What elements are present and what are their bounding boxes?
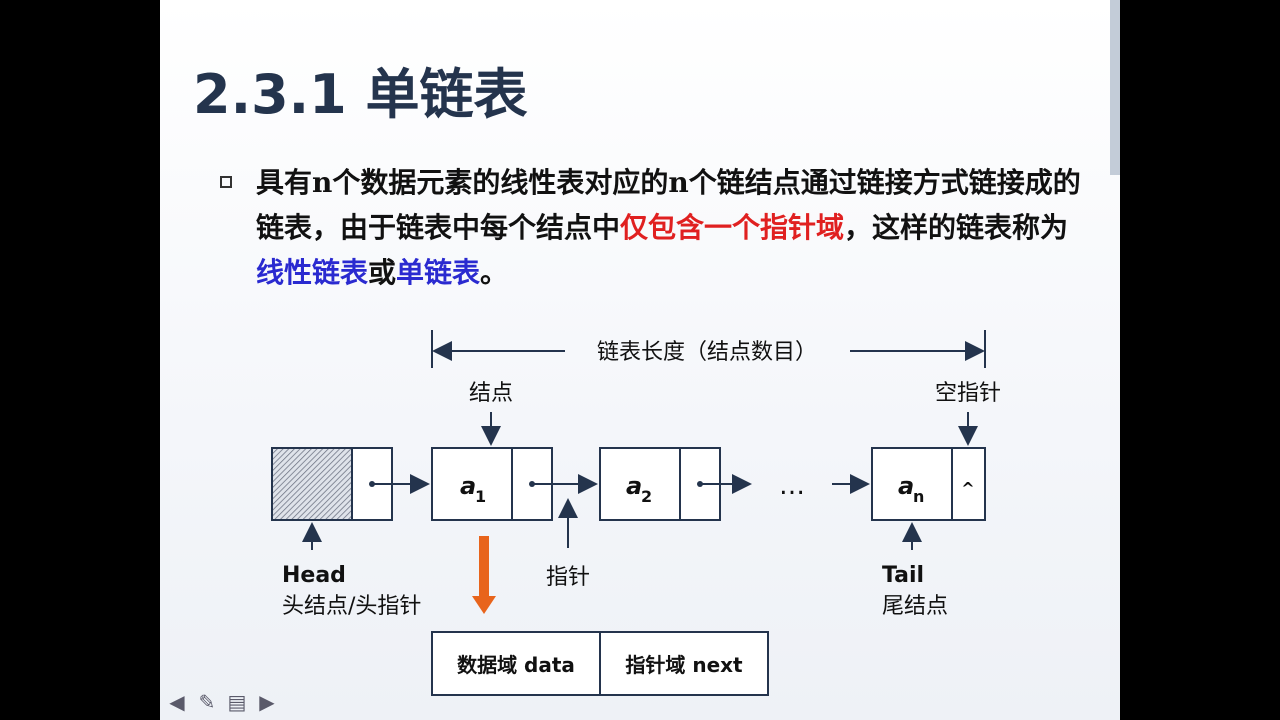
slide-paragraph: 具有n个数据元素的线性表对应的n个链结点通过链接方式链接成的链表，由于链表中每个… [256,160,1096,295]
next-field-label: 指针域 next [625,653,743,677]
menu-icon[interactable]: ▤ [227,690,247,714]
head-node [271,447,430,521]
node-an-base: a [898,472,914,500]
slide-nav-toolbar: ◀ ✎ ▤ ▶ [165,690,279,714]
paragraph-text-1: 具有n个数据元素的线性表对应的n个链结点通过链接方式链接成的链表，由于链表中每个… [256,166,1081,244]
length-dimension: 链表长度（结点数目） [431,330,986,368]
paragraph-text-2: ，这样的链表称为 [844,211,1069,244]
node-a2-sub: 2 [641,487,652,506]
node-a2: a 2 [599,447,752,521]
ellipsis: … [779,471,805,501]
paragraph-highlight-blue-2: 单链表 [396,256,481,289]
node-label: 结点 [469,381,513,406]
node-a2-base: a [626,472,642,500]
bullet-square-icon [220,176,232,188]
length-label: 链表长度（结点数目） [597,340,817,365]
node-a1-sub: 1 [475,487,486,506]
tail-sub-label: 尾结点 [882,594,948,619]
linked-list-diagram: 链表长度（结点数目） 结点 空指针 a 1 a 2 [271,330,1001,696]
presenter-webcam [1110,0,1120,175]
head-label: Head [282,563,346,588]
node-a1-base: a [460,472,476,500]
orange-down-arrow [472,536,496,614]
slide-title: 2.3.1 单链表 [193,63,528,126]
null-pointer-label: 空指针 [935,381,1001,406]
paragraph-highlight-red: 仅包含一个指针域 [620,211,845,244]
back-arrow-icon[interactable]: ◀ [169,690,185,714]
node-a1: a 1 [431,447,598,521]
paragraph-highlight-blue-1: 线性链表 [256,256,369,289]
pointer-label: 指针 [546,565,590,590]
pen-icon[interactable]: ✎ [198,690,216,714]
forward-arrow-icon[interactable]: ▶ [259,690,275,714]
node-fields-box: 数据域 data 指针域 next [431,631,769,696]
null-symbol: ^ [961,479,974,498]
paragraph-text-3: 或 [368,256,397,289]
head-sub-label: 头结点/头指针 [282,594,421,619]
node-an-sub: n [913,487,924,506]
tail-label: Tail [882,563,924,588]
data-field-label: 数据域 data [457,653,575,677]
paragraph-text-4: 。 [480,256,509,289]
slide: 2.3.1 单链表 具有n个数据元素的线性表对应的n个链结点通过链接方式链接成的… [160,0,1120,720]
node-an: a n ^ [871,447,986,521]
